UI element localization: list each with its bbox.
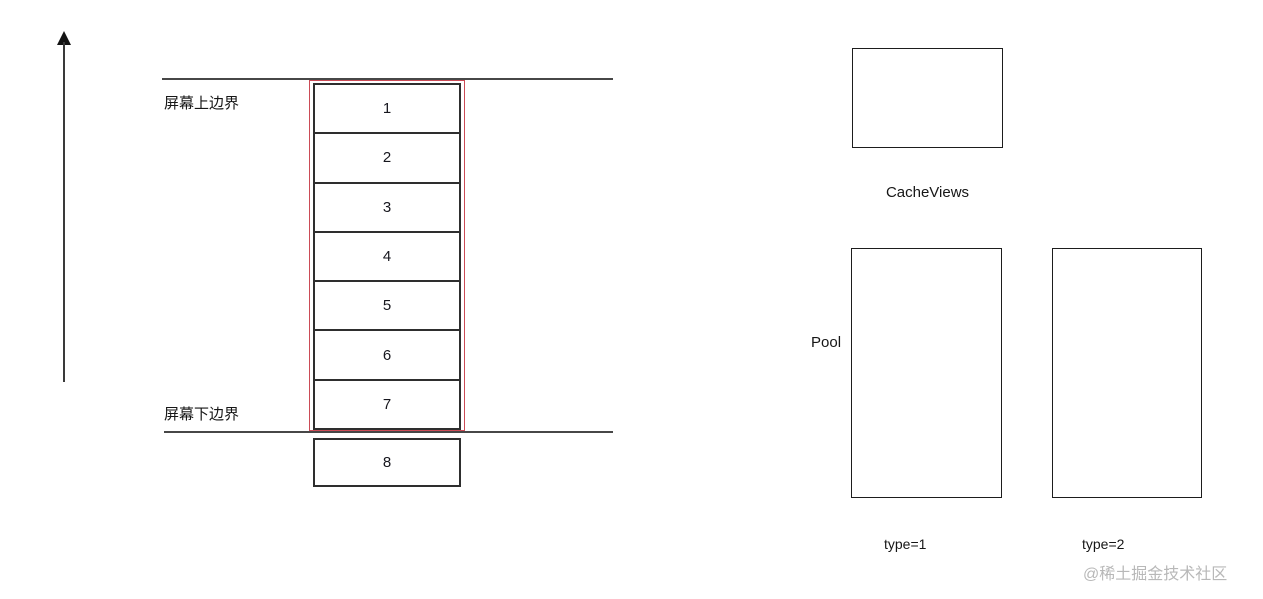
cache-views-box bbox=[852, 48, 1003, 148]
screen-top-boundary-line bbox=[162, 78, 613, 80]
list-item: 7 bbox=[313, 378, 461, 430]
list-item-number: 2 bbox=[382, 149, 392, 167]
cache-views-label: CacheViews bbox=[885, 184, 970, 201]
list-item-number: 7 bbox=[382, 395, 392, 413]
pool-type1-label: type=1 bbox=[884, 536, 927, 552]
offscreen-list-item: 8 bbox=[313, 438, 461, 487]
list-item: 5 bbox=[313, 280, 461, 332]
arrow-up-icon bbox=[57, 31, 71, 45]
list-item-number: 4 bbox=[382, 247, 392, 265]
pool-type2-box bbox=[1052, 248, 1202, 498]
screen-bottom-boundary-label: 屏幕下边界 bbox=[164, 406, 240, 423]
list-item: 4 bbox=[313, 230, 461, 283]
pool-type2-label: type=2 bbox=[1082, 536, 1125, 552]
arrow-line bbox=[63, 42, 65, 382]
list-item: 2 bbox=[313, 132, 461, 184]
visible-item-stack: 1 2 3 4 5 6 7 bbox=[313, 83, 461, 430]
list-item-number: 3 bbox=[382, 198, 392, 216]
list-item: 6 bbox=[313, 329, 461, 381]
list-item-number: 8 bbox=[382, 454, 392, 471]
visible-items-outline bbox=[309, 80, 465, 431]
watermark: @稀土掘金技术社区 bbox=[1083, 566, 1228, 583]
list-item: 3 bbox=[313, 181, 461, 233]
list-item: 1 bbox=[313, 83, 461, 135]
list-item-number: 5 bbox=[382, 297, 392, 315]
screen-bottom-boundary-line bbox=[164, 431, 613, 433]
list-item-number: 6 bbox=[382, 346, 392, 364]
list-item-number: 1 bbox=[382, 100, 392, 118]
screen-top-boundary-label: 屏幕上边界 bbox=[164, 95, 240, 112]
pool-type1-box bbox=[851, 248, 1002, 498]
pool-label: Pool bbox=[811, 334, 842, 351]
